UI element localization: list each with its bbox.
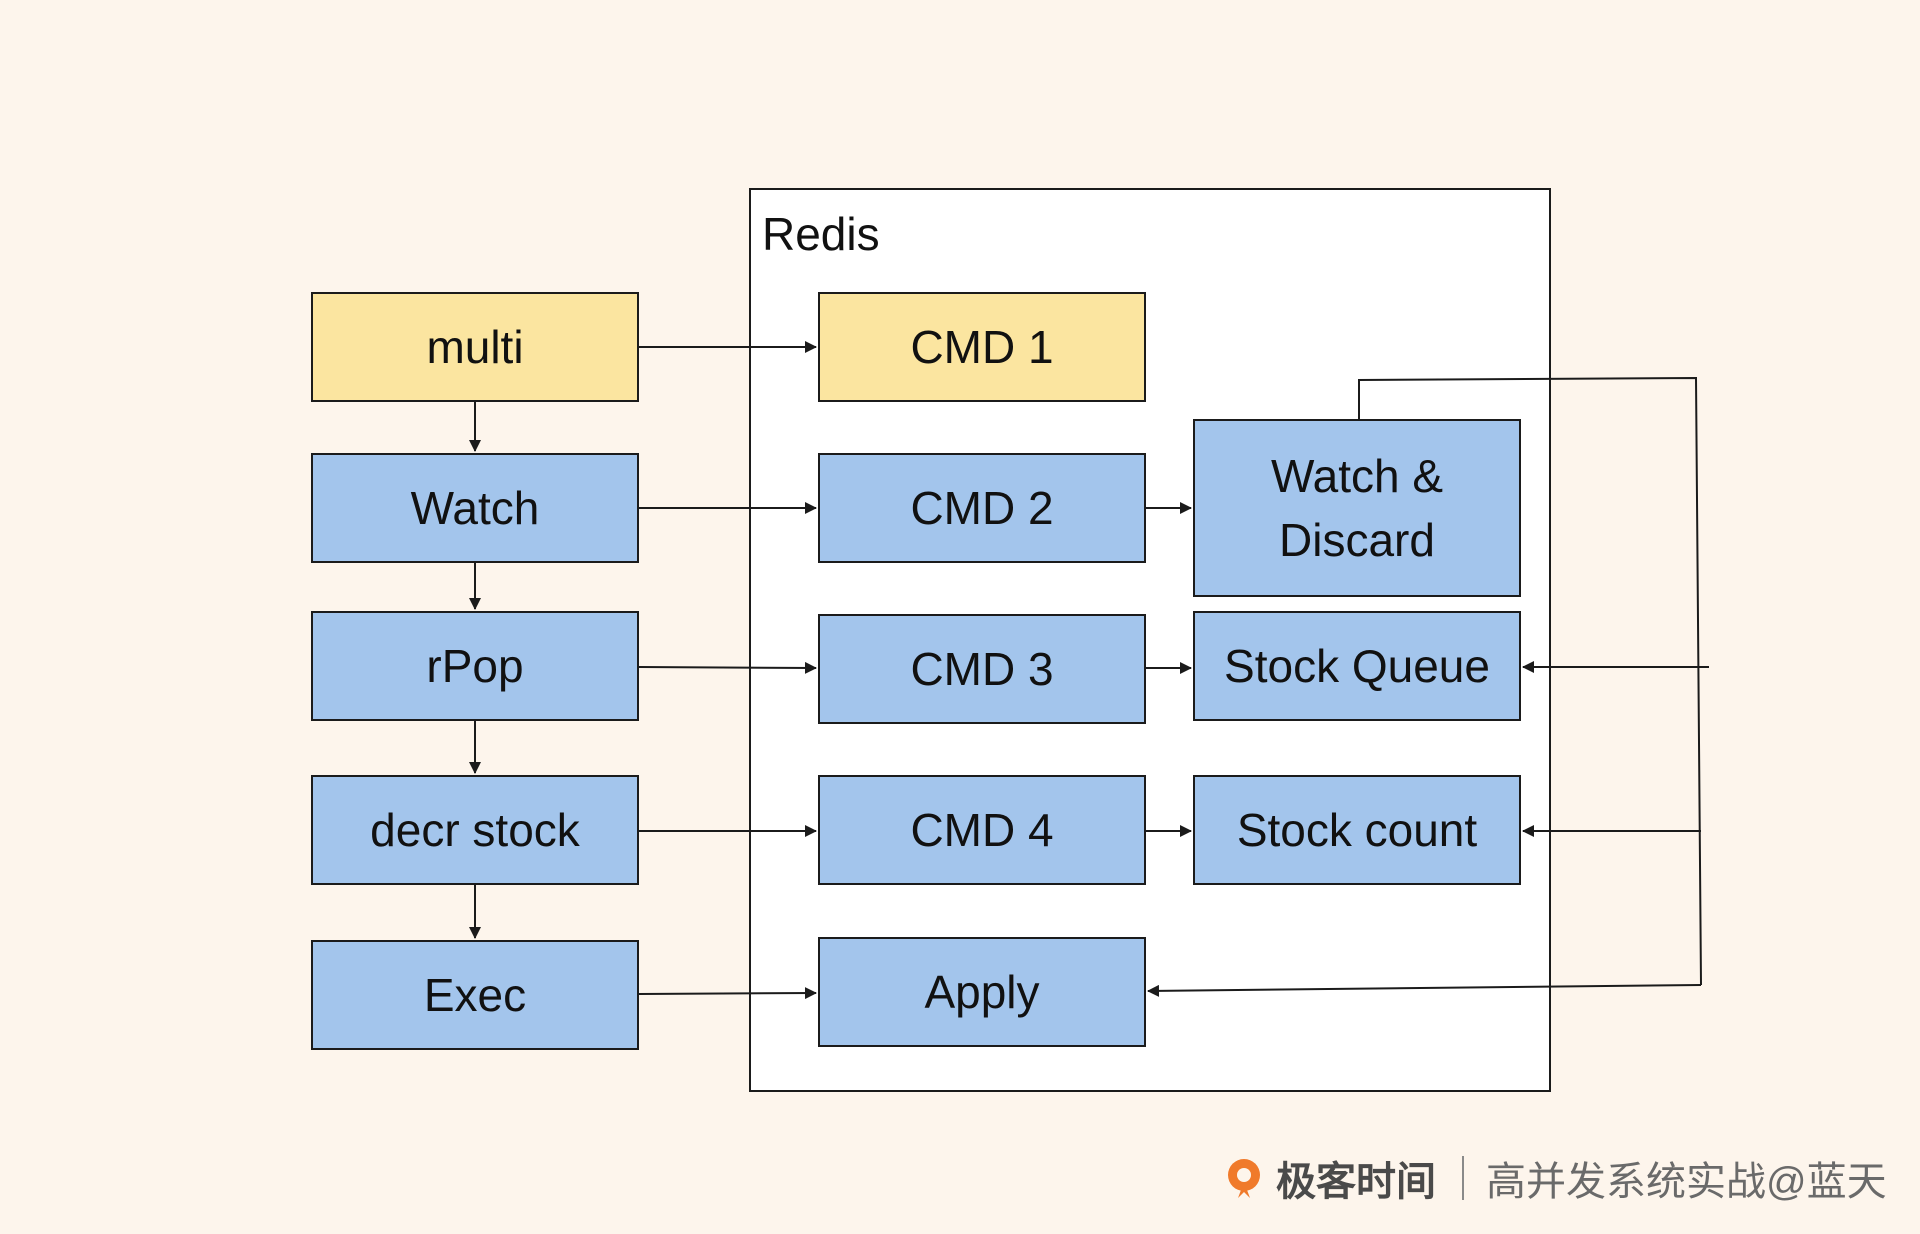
stock-queue-label: Stock Queue <box>1224 640 1490 692</box>
footer-divider <box>1462 1156 1464 1200</box>
cmd4-label: CMD 4 <box>910 804 1054 856</box>
footer-tagline: 高并发系统实战@蓝天 <box>1486 1160 1887 1204</box>
cmd3-label: CMD 3 <box>910 643 1054 695</box>
edge-watch-discard-loop <box>1358 376 1702 986</box>
cmd2-node: CMD 2 <box>818 453 1146 563</box>
cmd4-node: CMD 4 <box>818 775 1146 885</box>
stock-queue-node: Stock Queue <box>1193 611 1521 721</box>
watch-discard-label-line1: Watch & <box>1270 450 1444 502</box>
apply-node: Apply <box>818 937 1146 1047</box>
geektime-logo-icon <box>1228 1159 1260 1198</box>
multi-node: multi <box>311 292 639 402</box>
watch-discard-label-line2: Discard <box>1279 514 1435 566</box>
cmd2-label: CMD 2 <box>910 482 1054 534</box>
multi-label: multi <box>426 321 524 373</box>
cmd3-node: CMD 3 <box>818 614 1146 724</box>
brand-name: 极客时间 <box>1276 1160 1436 1204</box>
watermark-footer: 极客时间 高并发系统实战@蓝天 <box>1222 1146 1887 1210</box>
decr-stock-node: decr stock <box>311 775 639 885</box>
exec-label: Exec <box>423 969 527 1021</box>
redis-container-title: Redis <box>762 208 880 260</box>
cmd1-node: CMD 1 <box>818 292 1146 402</box>
apply-label: Apply <box>924 966 1040 1018</box>
edge-rpop-to-cmd3 <box>638 661 817 674</box>
edge-exec-to-apply <box>638 987 817 1000</box>
rpop-label: rPop <box>426 640 524 692</box>
edge-loop-to-apply <box>1147 984 1702 997</box>
watch-node: Watch <box>311 453 639 563</box>
watch-discard-node: Watch & Discard <box>1193 419 1521 597</box>
decr-stock-label: decr stock <box>370 804 580 856</box>
cmd1-label: CMD 1 <box>910 321 1054 373</box>
stock-count-label: Stock count <box>1236 804 1478 856</box>
rpop-node: rPop <box>311 611 639 721</box>
watch-label: Watch <box>410 482 540 534</box>
exec-node: Exec <box>311 940 639 1050</box>
stock-count-node: Stock count <box>1193 775 1521 885</box>
